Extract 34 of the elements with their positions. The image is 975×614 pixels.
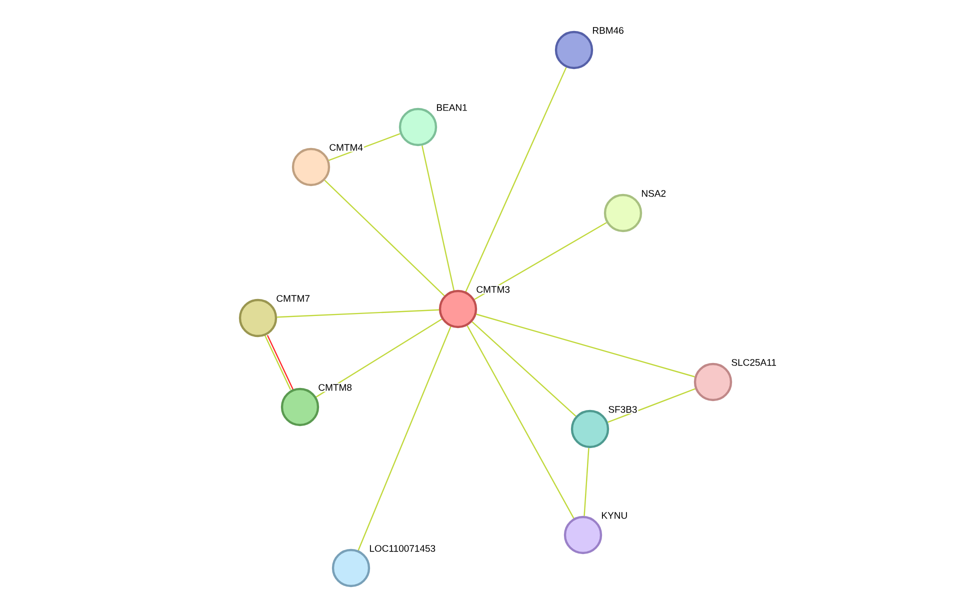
protein-node [438,290,478,328]
interaction-line [465,67,567,292]
interaction-line [316,318,442,398]
protein-node [292,148,330,186]
node-label: BEAN1 [435,103,468,112]
node-label: SF3B3 [607,405,638,414]
protein-node [564,516,602,554]
protein-node [604,194,642,232]
interaction-line [422,146,454,290]
node-label: SLC25A11 [730,358,778,367]
node-label: CMTM8 [317,383,353,392]
node-label: LOC110071453 [368,544,437,553]
interaction-line [466,325,574,519]
interaction-line [476,314,695,378]
protein-node [280,388,320,426]
interaction-line [608,388,696,423]
interaction-line [358,326,452,551]
node-label: CMTM4 [328,143,364,152]
node-label: KYNU [600,511,629,520]
interaction-line [324,180,445,296]
interaction-line [584,448,590,516]
protein-node [570,410,610,448]
interaction-line [277,309,439,318]
node-label: NSA2 [640,189,668,198]
interaction-line [474,222,607,300]
node-label: CMTM3 [475,285,511,294]
interaction-line [472,321,576,417]
protein-node [398,108,438,146]
node-label: RBM46 [591,26,625,35]
protein-node [554,30,594,70]
protein-node [694,362,732,402]
node-label: CMTM7 [275,294,311,303]
protein-node [238,298,278,338]
protein-node [332,548,370,588]
